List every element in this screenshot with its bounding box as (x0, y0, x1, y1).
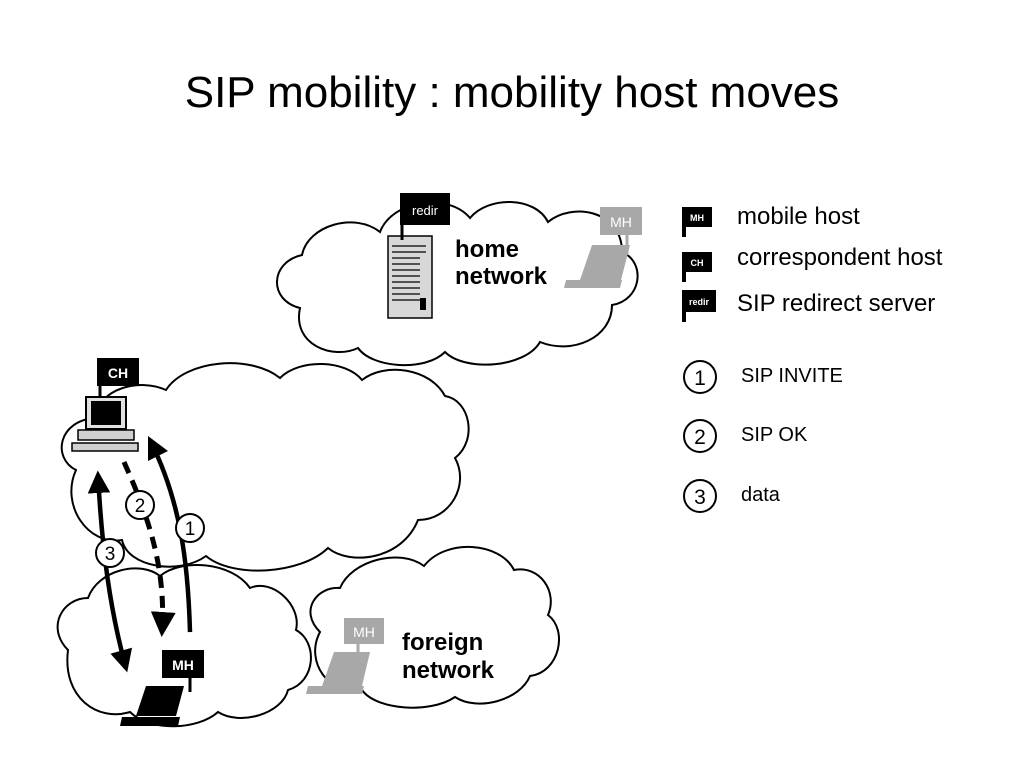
foreign-network-cloud (309, 546, 560, 709)
legend-redirect-server-label: SIP redirect server (737, 290, 936, 317)
home-network-label: home network (455, 236, 548, 290)
svg-text:1: 1 (694, 367, 706, 390)
step-2-badge: 2 (125, 490, 155, 520)
svg-text:2: 2 (694, 426, 706, 449)
legend-sip-ok-label: SIP OK (741, 424, 808, 446)
legend-ch-flag-icon: CH (682, 252, 712, 282)
core-network-cloud (60, 362, 470, 572)
correspondent-host: CH (71, 358, 139, 452)
foreign-network-label: foreign network (402, 629, 495, 684)
ch-tag-label: CH (108, 365, 128, 381)
mobile-host: MH (120, 650, 204, 726)
data-arrow (87, 470, 133, 673)
legend-sip-invite-label: SIP INVITE (741, 365, 843, 387)
legend-data-label: data (741, 484, 780, 506)
mobile-host-previous-location: MH (564, 207, 642, 288)
legend-mh-flag-icon: MH (682, 207, 712, 237)
redirect-server: redir (387, 193, 450, 319)
svg-text:MH: MH (353, 624, 375, 640)
legend-step-2-icon: 2 (683, 419, 717, 453)
legend-correspondent-host-label: correspondent host (737, 244, 943, 271)
redir-tag-label: redir (412, 203, 439, 218)
sip-ok-arrow (121, 460, 176, 637)
slide-title: SIP mobility : mobility host moves (184, 68, 840, 117)
svg-text:2: 2 (135, 496, 146, 517)
step-1-badge: 1 (175, 513, 205, 543)
legend-step-1-icon: 1 (683, 360, 717, 394)
mobile-host-cloud (56, 564, 312, 728)
svg-text:redir: redir (689, 297, 710, 307)
svg-text:3: 3 (105, 544, 116, 565)
svg-text:MH: MH (690, 213, 704, 223)
svg-text:MH: MH (610, 214, 632, 230)
step-3-badge: 3 (95, 538, 125, 568)
svg-text:3: 3 (694, 486, 706, 509)
svg-text:CH: CH (691, 258, 704, 268)
legend-mobile-host-label: mobile host (737, 203, 860, 230)
legend-redir-flag-icon: redir (682, 290, 716, 322)
mobile-host-ghost-foreign: MH (306, 618, 384, 694)
svg-text:1: 1 (185, 519, 196, 540)
mh-tag-label: MH (172, 657, 194, 673)
legend-step-3-icon: 3 (683, 479, 717, 513)
